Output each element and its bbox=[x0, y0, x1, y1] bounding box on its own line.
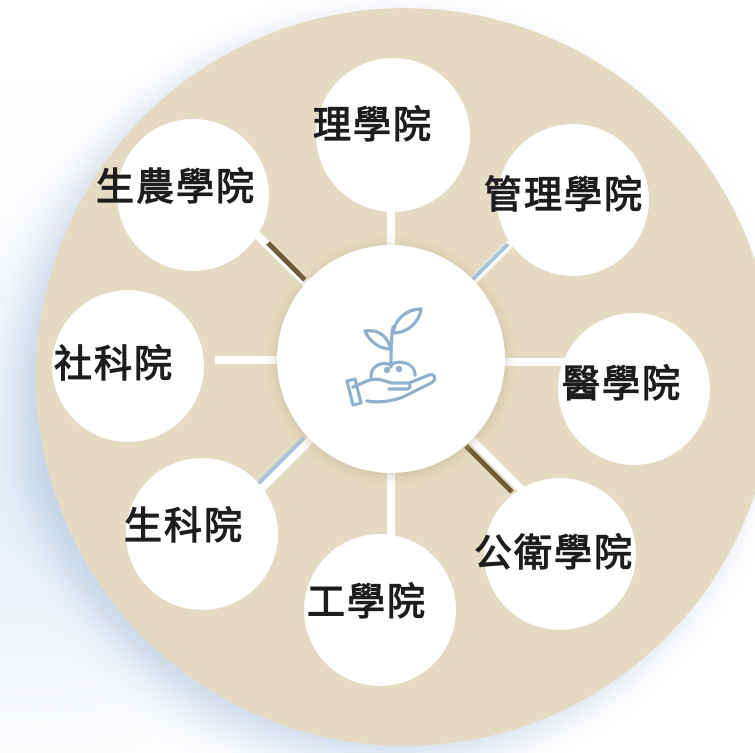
center-hub bbox=[277, 245, 505, 473]
node-bioresources bbox=[117, 119, 269, 271]
node-public-health bbox=[484, 478, 636, 630]
connector-public-health-accent bbox=[464, 444, 514, 494]
label-engineering: 工學院 bbox=[307, 580, 428, 624]
label-public-health: 公衛學院 bbox=[474, 531, 635, 575]
node-management bbox=[497, 124, 649, 276]
label-social-science: 社科院 bbox=[54, 342, 175, 386]
node-engineering bbox=[304, 534, 456, 686]
label-bioresources: 生農學院 bbox=[96, 165, 257, 209]
label-science: 理學院 bbox=[313, 103, 434, 147]
node-social-science bbox=[52, 290, 204, 442]
node-science bbox=[316, 58, 470, 212]
label-life-science: 生科院 bbox=[124, 504, 245, 548]
label-medicine: 醫學院 bbox=[562, 362, 683, 406]
connector-bioresources-accent bbox=[266, 241, 307, 282]
connector-management-accent bbox=[468, 242, 510, 284]
connector-public-health bbox=[459, 427, 531, 499]
label-management: 管理學院 bbox=[484, 173, 645, 217]
node-medicine bbox=[558, 313, 710, 465]
hand-holding-sprout-icon bbox=[345, 307, 437, 407]
connector-life-science-accent bbox=[256, 436, 306, 486]
node-life-science bbox=[126, 458, 278, 610]
